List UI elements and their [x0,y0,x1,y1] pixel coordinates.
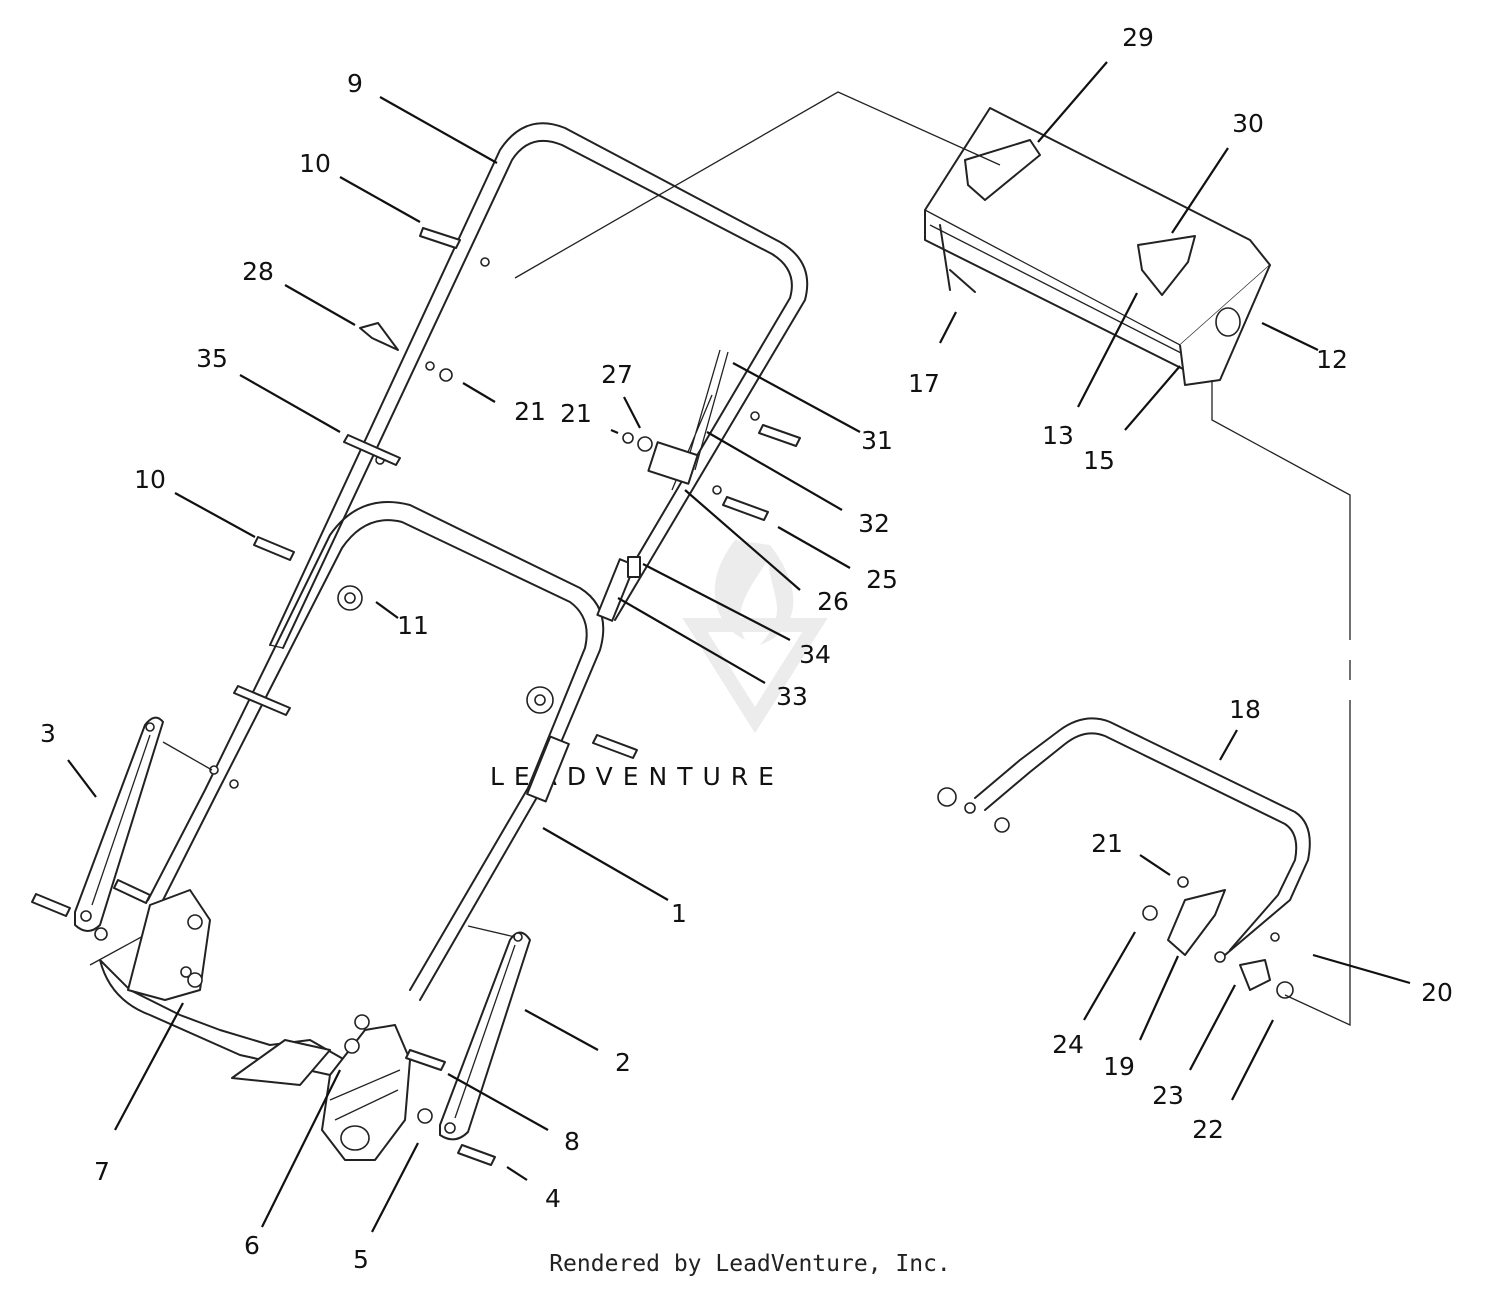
callout-29: 29 [1122,23,1154,52]
callout-22: 22 [1192,1115,1224,1144]
callout-13: 13 [1042,421,1074,450]
bail-assembly [937,717,1311,999]
callout-2: 2 [615,1048,631,1077]
callout-30: 30 [1232,109,1264,138]
callout-21-upper: 21 [514,397,546,426]
mower-deck [89,934,346,1086]
callout-20: 20 [1421,978,1453,1007]
watermark: LEADVENTURE [490,540,828,791]
callout-32: 32 [858,509,890,538]
render-credit: Rendered by LeadVenture, Inc. [549,1251,951,1277]
callout-31: 31 [861,426,893,455]
callout-35: 35 [196,344,228,373]
callout-10-upper: 10 [299,149,331,178]
callout-3: 3 [40,719,56,748]
callout-15: 15 [1083,446,1115,475]
callout-27: 27 [601,360,633,389]
callout-24: 24 [1052,1030,1084,1059]
connector-lines [162,91,1351,1027]
callout-6: 6 [244,1231,260,1260]
callout-11: 11 [397,611,429,640]
right-link-bar [439,931,531,1141]
middle-handle [147,501,636,1001]
callout-17: 17 [908,369,940,398]
callout-28: 28 [242,257,274,286]
hardware [31,227,801,1166]
cable-clamp [622,349,729,491]
control-box [924,107,1271,386]
callout-1: 1 [671,899,687,928]
callout-12: 12 [1316,345,1348,374]
callout-21-bail: 21 [1091,829,1123,858]
left-bracket [127,889,211,1001]
callout-5: 5 [353,1245,369,1274]
leader-lines [67,61,1411,1233]
callout-4: 4 [545,1184,561,1213]
callout-18: 18 [1229,695,1261,724]
callout-26: 26 [817,587,849,616]
callout-8: 8 [564,1127,580,1156]
callout-labels: 1 2 3 4 5 6 7 8 9 10 10 11 12 13 15 17 1… [40,23,1453,1274]
callout-21-middle: 21 [560,399,592,428]
height-adjuster [321,1014,433,1161]
callout-25: 25 [866,565,898,594]
callout-23: 23 [1152,1081,1184,1110]
callout-33: 33 [776,682,808,711]
callout-34: 34 [799,640,831,669]
left-link-bar [74,716,164,932]
callout-7: 7 [94,1157,110,1186]
callout-10-lower: 10 [134,465,166,494]
callout-9: 9 [347,69,363,98]
callout-19: 19 [1103,1052,1135,1081]
